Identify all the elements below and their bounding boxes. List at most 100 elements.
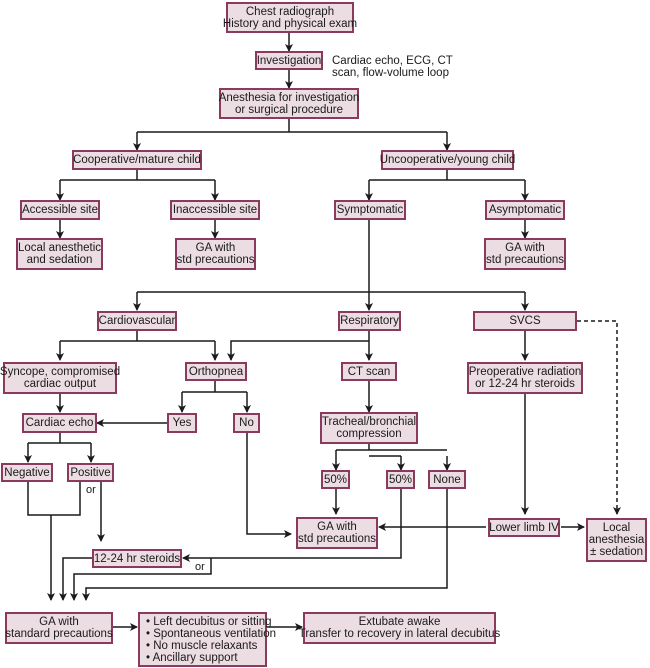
edge-negative-positive-merge xyxy=(27,482,81,600)
or-label-2: or xyxy=(195,561,205,573)
svcs-box: SVCS xyxy=(473,311,577,331)
node-line: Positive xyxy=(70,466,111,479)
node-line: Cooperative/mature child xyxy=(73,154,201,166)
edge-orthopnea-split xyxy=(182,381,247,393)
edge-cooperative-split xyxy=(60,170,215,181)
note-line: scan, flow-volume loop xyxy=(332,67,449,79)
lower-limb-iv-box: Lower limb IV xyxy=(488,518,560,537)
node-line: Negative xyxy=(4,466,50,479)
node-line: or surgical procedure xyxy=(234,103,344,116)
management-list-box: • Left decubitus or sitting• Spontaneous… xyxy=(138,612,276,667)
node-line: Yes xyxy=(172,417,192,429)
list-line: • No muscle relaxants xyxy=(146,639,258,652)
edge-symptomatic-split xyxy=(137,220,525,293)
node-line: std precautions xyxy=(298,533,376,545)
edge-50b-steroids xyxy=(182,489,402,562)
node-line: 50% xyxy=(388,473,413,486)
node-line: Local anesthetic xyxy=(17,242,102,254)
orthopnea-box: Orthopnea xyxy=(185,362,247,381)
edge-steroids-ga xyxy=(59,557,92,601)
respiratory-box: Respiratory xyxy=(338,311,401,331)
node-line: Investigation xyxy=(256,54,322,67)
node-line: Local xyxy=(602,522,631,534)
node-line: or 12-24 hr steroids xyxy=(475,378,575,390)
node-line: Preoperative radiation xyxy=(468,366,582,378)
node-line: Extubate awake xyxy=(358,616,441,628)
cardiac-echo-box: Cardiac echo xyxy=(22,413,97,433)
note-line: Cardiac echo, ECG, CT xyxy=(332,55,453,67)
cardiovascular-box: Cardiovascular xyxy=(97,311,177,331)
node-line: standard precautions xyxy=(5,628,113,640)
node-line: GA with xyxy=(39,616,79,628)
node-line: Asymptomatic xyxy=(488,204,562,216)
node-line: ± sedation xyxy=(590,546,643,558)
node-line: Accessible site xyxy=(21,204,99,216)
node-line: Inaccessible site xyxy=(172,204,258,216)
accessible-site-box: Accessible site xyxy=(20,200,100,220)
node-line: History and physical exam xyxy=(222,17,358,30)
fifty-percent-box-1: 50% xyxy=(321,470,350,489)
edge-none-ga xyxy=(82,489,448,601)
edge-no-ga xyxy=(246,433,292,538)
node-line: GA with xyxy=(317,521,357,533)
node-line: 50% xyxy=(323,473,348,486)
edge-cardiovascular-split xyxy=(60,331,215,342)
edge-svcs-local-dashed xyxy=(577,320,621,515)
node-line: Respiratory xyxy=(340,315,399,327)
yes-box: Yes xyxy=(167,413,197,433)
or-label-1: or xyxy=(86,484,96,496)
negative-box: Negative xyxy=(1,463,53,482)
node-line: Cardiovascular xyxy=(98,315,176,327)
uncooperative-box: Uncooperative/young child xyxy=(379,150,516,170)
list-line: • Spontaneous ventilation xyxy=(146,627,276,640)
symptomatic-box: Symptomatic xyxy=(334,200,406,220)
node-line: None xyxy=(433,473,461,486)
no-box: No xyxy=(233,413,260,433)
list-line: • Left decubitus or sitting xyxy=(146,615,272,628)
node-line: Cardiac echo xyxy=(25,417,94,429)
node-line: GA with xyxy=(195,242,236,254)
node-line: CT scan xyxy=(347,365,391,378)
edge-respiratory-orthopnea xyxy=(227,340,369,361)
positive-box: Positive xyxy=(67,463,114,482)
node-line: Lower limb IV xyxy=(489,521,559,534)
node-line: Uncooperative/young child xyxy=(379,154,516,166)
fifty-percent-box-2: 50% xyxy=(386,470,415,489)
asymptomatic-box: Asymptomatic xyxy=(485,200,565,220)
edge-or-loop xyxy=(70,558,212,601)
inaccessible-site-box: Inaccessible site xyxy=(170,200,260,220)
node-line: GA with xyxy=(505,242,545,254)
edge-echo-split xyxy=(28,433,91,444)
node-line: compression xyxy=(336,428,402,440)
edge-uncooperative-split xyxy=(369,170,525,181)
list-line: • Ancillary support xyxy=(146,651,238,664)
node-line: Anesthesia for investigation xyxy=(218,91,360,104)
steroids-box: 12-24 hr steroids xyxy=(92,549,182,568)
node-line: Tracheal/bronchial xyxy=(321,416,417,428)
node-line: No xyxy=(239,417,254,429)
cooperative-box: Cooperative/mature child xyxy=(72,150,202,170)
ct-scan-box: CT scan xyxy=(341,362,397,381)
edge-anesthesia-split xyxy=(137,119,447,133)
investigation-box: Investigation xyxy=(255,51,323,70)
node-line: Syncope, compromised xyxy=(0,366,121,378)
node-line: SVCS xyxy=(509,315,541,327)
node-line: Transfer to recovery in lateral decubitu… xyxy=(298,628,501,640)
node-line: Chest radiograph xyxy=(245,5,335,18)
node-line: std precautions xyxy=(176,254,255,266)
node-line: Symptomatic xyxy=(336,204,404,216)
node-line: and sedation xyxy=(26,254,93,266)
